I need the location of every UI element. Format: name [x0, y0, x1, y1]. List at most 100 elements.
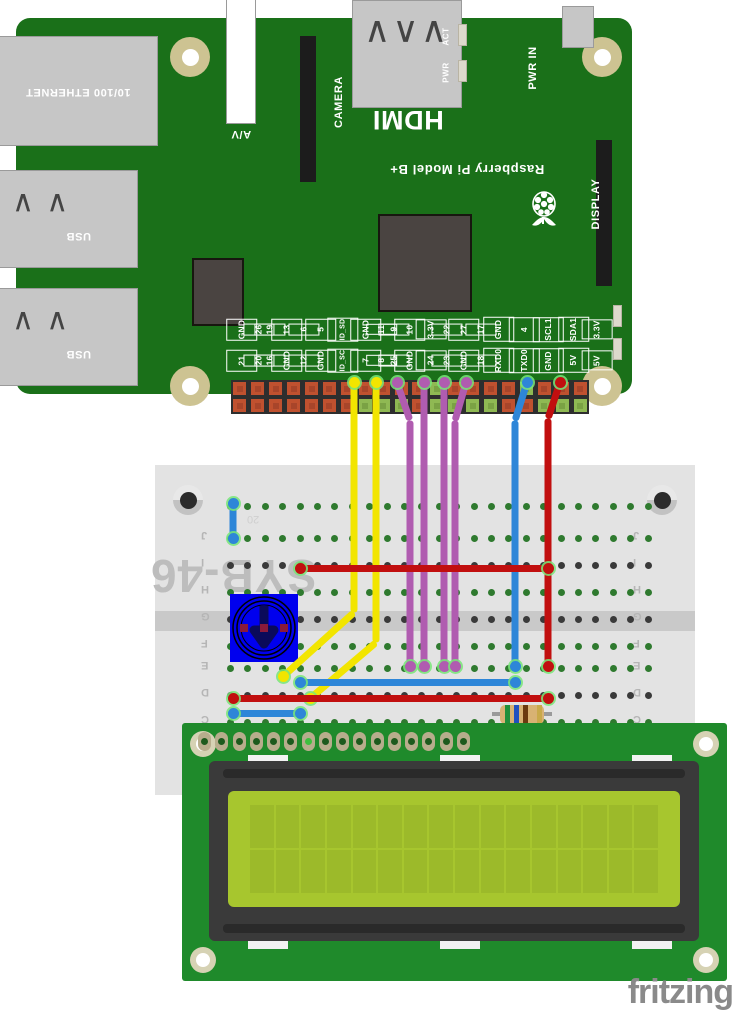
lcd-pin-16[interactable]	[456, 731, 470, 751]
bb-hole-row-H-19[interactable]	[557, 589, 565, 596]
bb-hole-row-D-22[interactable]	[609, 692, 617, 699]
gpio-pin-top-17[interactable]	[537, 382, 551, 395]
red-wire-5v-seg1[interactable]	[544, 418, 552, 666]
bb-hole-row-H-4[interactable]	[296, 589, 304, 596]
lcd-pin-5[interactable]	[267, 731, 281, 751]
bb-hole-row-H-15[interactable]	[488, 589, 495, 596]
bb-hole-row-C-6[interactable]	[331, 719, 339, 726]
bb-hole-row-C-18[interactable]	[540, 719, 548, 726]
bb-hole-row-G-14[interactable]	[470, 616, 478, 623]
bb-hole-rail-top-18[interactable]	[540, 503, 548, 510]
bb-hole-row-J-24[interactable]	[644, 535, 652, 542]
bb-hole-rail-top-15[interactable]	[488, 503, 495, 510]
camera-connector[interactable]	[300, 36, 316, 182]
bb-hole-row-D-23[interactable]	[627, 692, 635, 699]
bb-hole-rail-top-23[interactable]	[627, 503, 635, 510]
lcd-pin-8[interactable]	[318, 731, 332, 751]
gpio-pin-bottom-1[interactable]	[251, 399, 265, 412]
bb-hole-row-C-22[interactable]	[609, 719, 617, 726]
purple-wire-4-end-a[interactable]	[460, 376, 472, 388]
purple-wire-1-end-a[interactable]	[391, 376, 403, 388]
bb-hole-rail-top-24[interactable]	[644, 503, 652, 510]
red-wire-rail-upper-end-a[interactable]	[294, 562, 306, 574]
bb-hole-row-J-2[interactable]	[261, 535, 269, 542]
yellow-wire-1-end-a[interactable]	[348, 376, 360, 388]
red-wire-rail-lower-end-b[interactable]	[542, 692, 554, 704]
bb-hole-rail-top-2[interactable]	[261, 503, 269, 510]
purple-wire-4-seg1[interactable]	[451, 420, 459, 666]
bb-hole-row-E-7[interactable]	[348, 665, 356, 672]
red-wire-rail-upper-seg0[interactable]	[300, 564, 548, 572]
bb-hole-row-E-20[interactable]	[575, 665, 582, 672]
gpio-pin-bottom-5[interactable]	[322, 399, 336, 412]
bb-hole-row-F-7[interactable]	[348, 643, 356, 650]
purple-wire-1-seg1[interactable]	[406, 420, 414, 666]
bb-hole-row-C-9[interactable]	[383, 719, 391, 726]
lcd-pin-15[interactable]	[439, 731, 453, 751]
yellow-wire-2-seg0[interactable]	[372, 382, 380, 642]
gpio-pin-top-19[interactable]	[573, 382, 587, 395]
bb-hole-rail-top-20[interactable]	[575, 503, 582, 510]
bb-hole-row-I-0[interactable]	[227, 562, 234, 569]
gpio-pin-bottom-2[interactable]	[269, 399, 283, 412]
gpio-pin-top-4[interactable]	[305, 382, 319, 395]
gpio-pin-bottom-11[interactable]	[430, 399, 444, 412]
gpio-pin-bottom-7[interactable]	[358, 399, 372, 412]
bb-hole-row-I-24[interactable]	[644, 562, 652, 569]
bb-hole-row-C-5[interactable]	[314, 719, 321, 726]
bb-hole-row-H-14[interactable]	[470, 589, 478, 596]
blue-wire-left-top-end-b[interactable]	[227, 532, 239, 544]
display-connector[interactable]	[596, 140, 612, 286]
resistor[interactable]	[492, 705, 552, 724]
bb-hole-row-C-15[interactable]	[488, 719, 495, 726]
bb-hole-row-D-20[interactable]	[575, 692, 582, 699]
bb-hole-row-C-11[interactable]	[418, 719, 426, 726]
bb-hole-row-H-10[interactable]	[401, 589, 408, 596]
bb-hole-row-E-8[interactable]	[366, 665, 374, 672]
bb-hole-row-F-10[interactable]	[401, 643, 408, 650]
bb-hole-row-I-23[interactable]	[627, 562, 635, 569]
bb-hole-row-D-21[interactable]	[592, 692, 600, 699]
bb-hole-row-E-14[interactable]	[470, 665, 478, 672]
bb-hole-row-J-15[interactable]	[488, 535, 495, 542]
bb-hole-row-C-24[interactable]	[644, 719, 652, 726]
red-wire-5v-end-b[interactable]	[542, 660, 554, 672]
bb-hole-row-J-9[interactable]	[383, 535, 391, 542]
bb-hole-row-G-8[interactable]	[366, 616, 374, 623]
lcd-pin-7[interactable]	[301, 731, 315, 751]
ethernet-port[interactable]	[0, 36, 158, 146]
purple-wire-3-seg0[interactable]	[440, 382, 448, 666]
bb-hole-row-E-15[interactable]	[488, 665, 495, 672]
bb-hole-rail-top-3[interactable]	[279, 503, 287, 510]
bb-hole-rail-top-21[interactable]	[592, 503, 600, 510]
bb-hole-row-I-3[interactable]	[279, 562, 287, 569]
bb-hole-row-J-6[interactable]	[331, 535, 339, 542]
bb-hole-rail-top-14[interactable]	[470, 503, 478, 510]
gpio-pin-bottom-0[interactable]	[233, 399, 247, 412]
bb-hole-row-F-24[interactable]	[644, 643, 652, 650]
lcd-pin-4[interactable]	[249, 731, 263, 751]
bb-hole-row-C-4[interactable]	[296, 719, 304, 726]
bb-hole-row-E-3[interactable]	[279, 665, 287, 672]
bb-hole-row-H-0[interactable]	[227, 589, 234, 596]
bb-hole-row-F-6[interactable]	[331, 643, 339, 650]
bb-hole-row-I-20[interactable]	[575, 562, 582, 569]
gpio-header[interactable]	[231, 380, 589, 414]
purple-wire-3-end-b[interactable]	[438, 660, 450, 672]
purple-wire-2-end-a[interactable]	[418, 376, 430, 388]
bb-hole-row-G-19[interactable]	[557, 616, 565, 623]
bb-hole-row-G-4[interactable]	[296, 616, 304, 623]
bb-hole-row-G-9[interactable]	[383, 616, 391, 623]
bb-hole-row-G-6[interactable]	[331, 616, 339, 623]
yellow-wire-1-seg0[interactable]	[350, 382, 358, 612]
bb-hole-row-H-2[interactable]	[261, 589, 269, 596]
bb-hole-row-J-22[interactable]	[609, 535, 617, 542]
bb-hole-rail-top-5[interactable]	[314, 503, 321, 510]
bb-hole-row-C-21[interactable]	[592, 719, 600, 726]
gpio-pin-bottom-8[interactable]	[376, 399, 390, 412]
bb-hole-row-G-20[interactable]	[575, 616, 582, 623]
bb-hole-row-H-3[interactable]	[279, 589, 287, 596]
gpio-pin-top-5[interactable]	[322, 382, 336, 395]
bb-hole-rail-top-10[interactable]	[401, 503, 408, 510]
bb-hole-row-J-12[interactable]	[435, 535, 443, 542]
